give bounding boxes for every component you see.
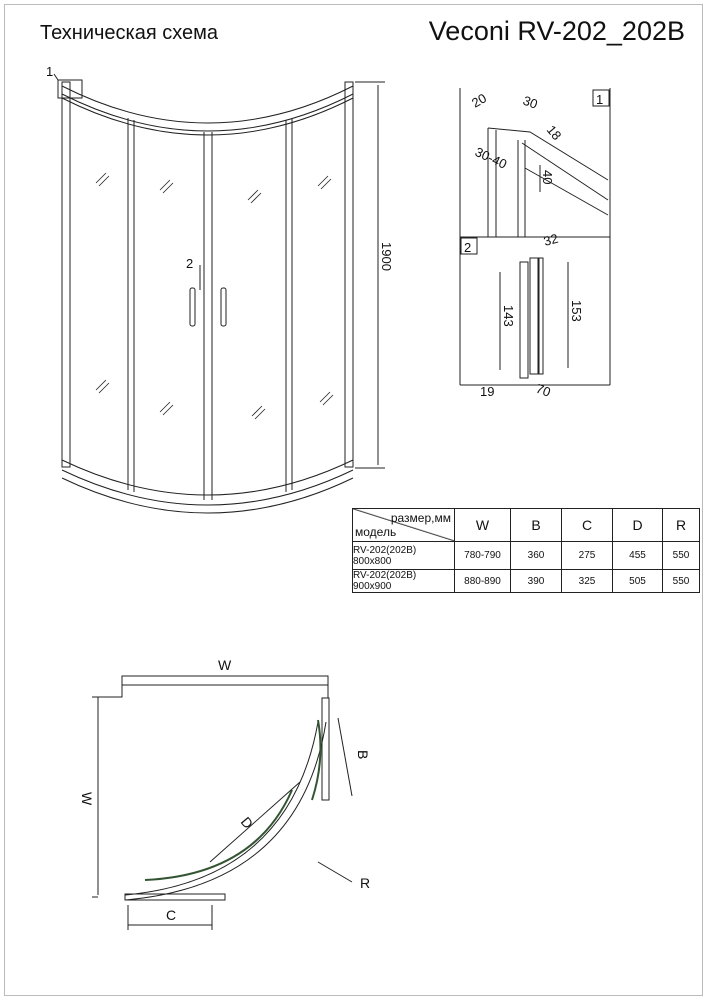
table-header-row: размер,мм модель W B C D R <box>352 508 700 542</box>
col-r: R <box>662 508 700 542</box>
header-corner-cell: размер,мм модель <box>352 508 455 542</box>
dim-40: 40 <box>540 170 555 184</box>
header-size-label: размер,мм <box>390 511 451 525</box>
plan-b: B <box>355 750 371 759</box>
callout-2: 2 <box>186 256 193 271</box>
plan-d: D <box>238 814 257 832</box>
dim-143: 143 <box>501 305 516 327</box>
col-d: D <box>612 508 663 542</box>
plan-w-side: W <box>79 792 95 806</box>
cell-r: 550 <box>662 541 700 570</box>
header-model-label: модель <box>355 525 397 539</box>
col-b: B <box>510 508 562 542</box>
cell-w: 880-890 <box>454 569 511 593</box>
cell-w: 780-790 <box>454 541 511 570</box>
detail-panels <box>459 88 611 386</box>
dim-19: 19 <box>480 384 494 399</box>
col-c: C <box>561 508 613 542</box>
cell-b: 360 <box>510 541 562 570</box>
dim-30: 30 <box>521 93 540 112</box>
dim-18: 18 <box>544 122 565 143</box>
row-model: RV-202(202B) 800x800 <box>352 541 455 570</box>
callout-1: 1 <box>46 64 53 79</box>
model-title: Veconi RV-202_202B <box>428 16 685 46</box>
dim-153: 153 <box>569 300 584 322</box>
page-border <box>4 4 703 996</box>
plan-w-top: W <box>218 657 232 673</box>
cell-r: 550 <box>662 569 700 593</box>
cell-c: 275 <box>561 541 613 570</box>
detail-2-label: 2 <box>464 240 471 255</box>
dimensions-table: размер,мм модель W B C D R RV-202(202B) … <box>352 508 700 593</box>
plan-c: C <box>166 907 176 923</box>
row-model: RV-202(202B) 900x900 <box>352 569 455 593</box>
dim-70: 70 <box>534 381 553 400</box>
plan-r: R <box>360 875 370 891</box>
cell-b: 390 <box>510 569 562 593</box>
cell-c: 325 <box>561 569 613 593</box>
cell-d: 505 <box>612 569 663 593</box>
dim-30-40: 30-40 <box>473 144 509 172</box>
dim-32: 32 <box>542 231 560 249</box>
table-row: RV-202(202B) 900x900 880-890 390 325 505… <box>352 569 700 593</box>
height-dimension: 1900 <box>379 242 394 271</box>
dim-20: 20 <box>469 90 489 110</box>
front-view <box>53 73 385 514</box>
detail-1-label: 1 <box>596 92 603 107</box>
page-title: Техническая схема <box>40 22 219 44</box>
col-w: W <box>454 508 511 542</box>
plan-view <box>92 675 353 930</box>
cell-d: 455 <box>612 541 663 570</box>
table-row: RV-202(202B) 800x800 780-790 360 275 455… <box>352 541 700 570</box>
